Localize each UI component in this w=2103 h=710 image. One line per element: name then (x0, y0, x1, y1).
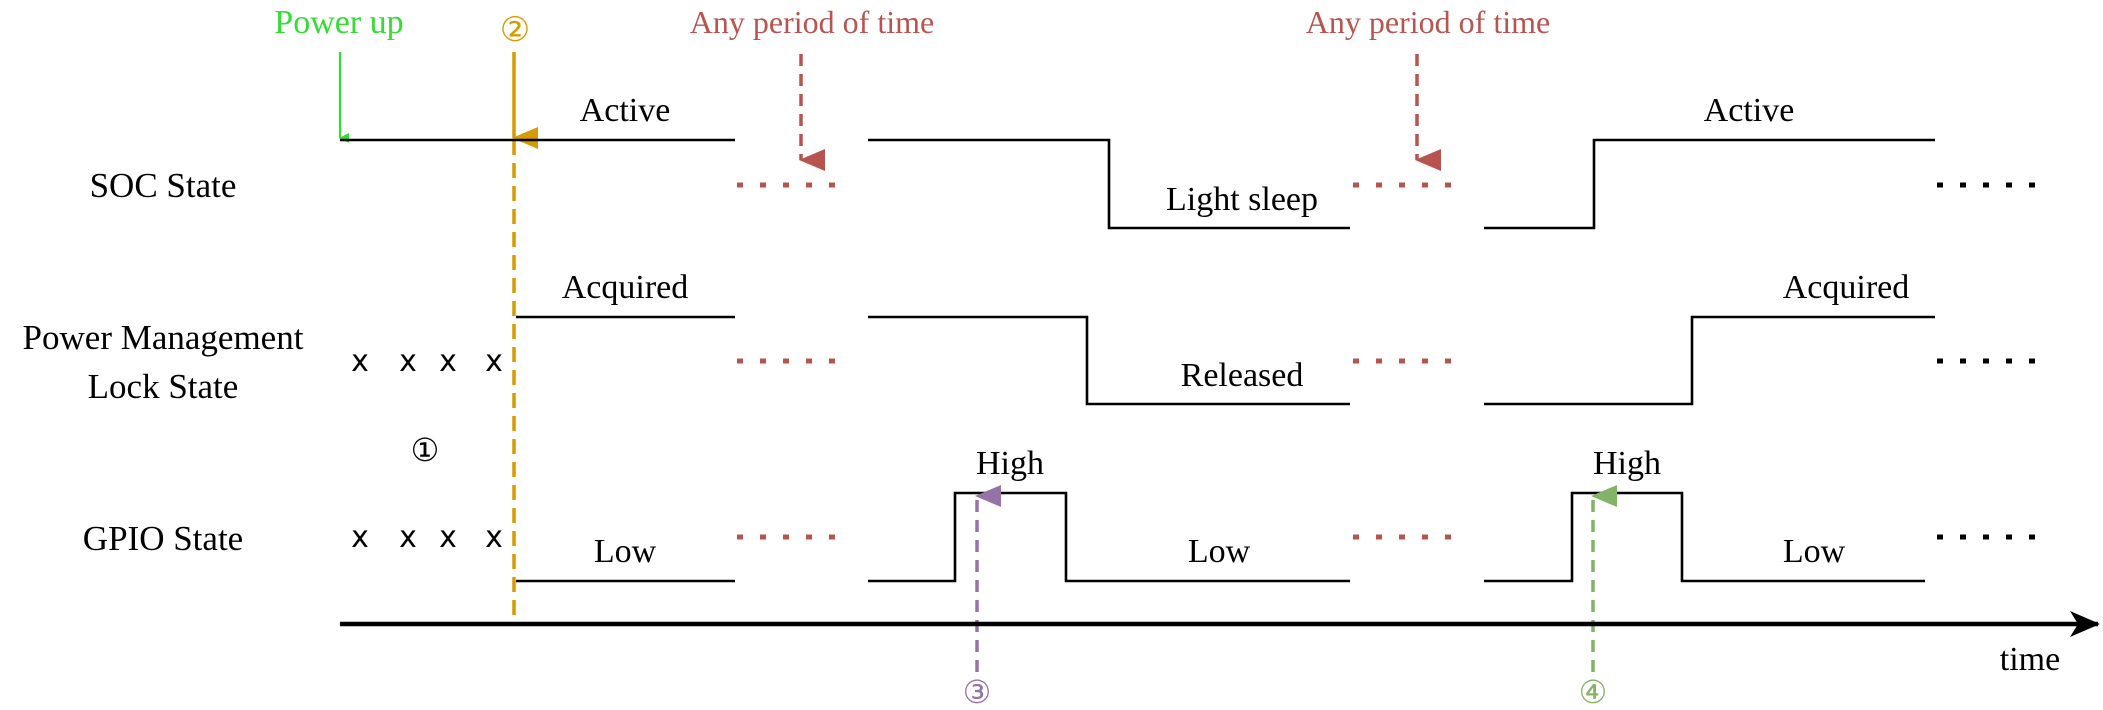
lock-waveform-segment-3 (1484, 315, 1935, 406)
gpio-waveform-segment-3 (1484, 491, 1925, 583)
gpio-undefined-x-1: x (351, 520, 369, 555)
lock-undefined-x-2: x (399, 344, 417, 379)
gpio-state-high-2: High (1593, 445, 1661, 482)
lock-undefined-x-1: x (351, 344, 369, 379)
lock-state-label-line1: Power Management (23, 318, 304, 357)
lock-state-released: Released (1181, 357, 1304, 394)
soc-waveform-segment-3 (1484, 138, 1935, 230)
period-label-2: Any period of time (1306, 4, 1550, 40)
gpio-undefined-x-4: x (485, 520, 503, 555)
gpio-waveform-segment-2 (868, 491, 1350, 583)
soc-waveform-segment-2 (868, 138, 1350, 230)
soc-state-active-1: Active (580, 92, 671, 129)
soc-state-label: SOC State (90, 166, 237, 205)
lock-state-acquired-2: Acquired (1783, 269, 1910, 306)
gpio-state-low-1: Low (594, 533, 657, 570)
gpio-state-low-2: Low (1188, 533, 1251, 570)
power-up-label: Power up (274, 4, 403, 41)
gpio-undefined-x-2: x (399, 520, 417, 555)
lock-state-label-line2: Lock State (88, 367, 239, 406)
period-label-1: Any period of time (690, 4, 934, 40)
gpio-state-high-1: High (976, 445, 1044, 482)
lock-undefined-x-3: x (439, 344, 457, 379)
marker-1-label: ① (411, 431, 440, 469)
marker-2-label: ② (500, 10, 530, 50)
marker-4-label: ④ (1579, 673, 1608, 710)
gpio-undefined-x-3: x (439, 520, 457, 555)
soc-state-active-2: Active (1704, 92, 1795, 129)
marker-3-label: ③ (963, 673, 992, 710)
gpio-state-low-3: Low (1783, 533, 1846, 570)
time-axis-label: time (2000, 641, 2060, 678)
lock-undefined-x-4: x (485, 344, 503, 379)
gpio-state-label: GPIO State (83, 519, 243, 558)
lock-state-acquired-1: Acquired (562, 269, 689, 306)
soc-state-light-sleep: Light sleep (1166, 181, 1318, 218)
lock-waveform-segment-2 (868, 315, 1350, 406)
